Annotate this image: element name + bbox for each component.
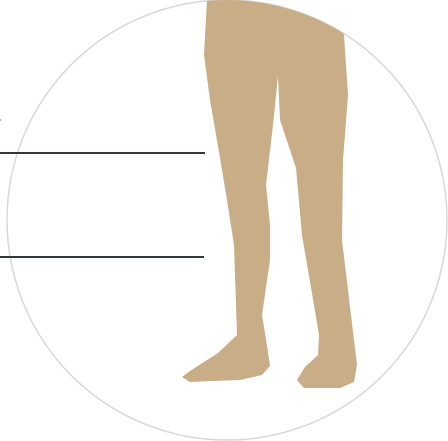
upper-line-end-mark: › (0, 112, 1, 128)
